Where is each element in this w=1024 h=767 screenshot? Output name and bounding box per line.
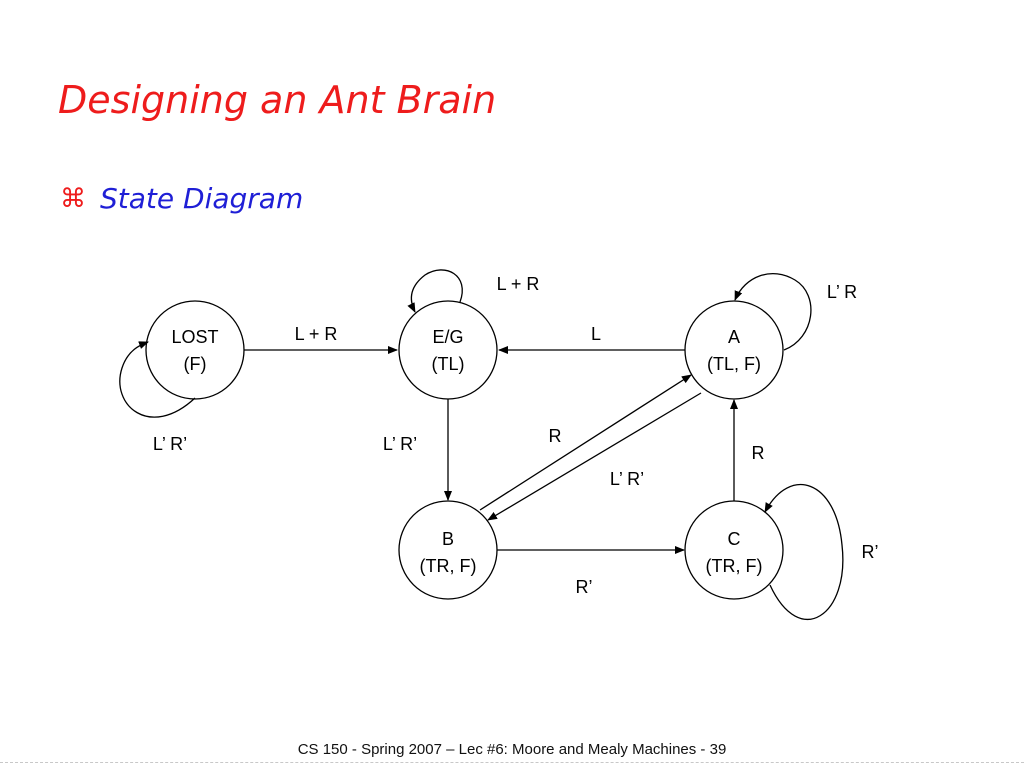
state-c: C (TR, F) [684, 500, 784, 600]
transition-a-self-arrow [734, 272, 812, 351]
transition-a-eg-label: L [591, 324, 601, 344]
transition-b-a-arrow [479, 374, 692, 511]
bullet-row: ⌘ State Diagram [60, 182, 303, 215]
state-lost: LOST (F) [145, 300, 245, 400]
transition-c-self-label: R’ [862, 542, 879, 562]
footer-divider [0, 762, 1024, 763]
state-eg-name: E/G [432, 327, 463, 347]
bullet-text: State Diagram [100, 182, 304, 215]
transition-a-b-label: L’ R’ [610, 469, 644, 489]
transition-lost-self-label: L’ R’ [153, 434, 187, 454]
state-c-output: (TR, F) [706, 556, 763, 576]
command-key-icon: ⌘ [60, 183, 86, 214]
slide-title: Designing an Ant Brain [58, 78, 497, 122]
transition-c-a-label: R [752, 443, 765, 463]
transition-lost-self-arrow [119, 341, 196, 418]
transition-b-a-label: R [549, 426, 562, 446]
transition-eg-self-arrow [407, 269, 463, 313]
state-eg: E/G (TL) [398, 300, 498, 400]
state-a: A (TL, F) [684, 300, 784, 400]
state-lost-output: (F) [184, 354, 207, 374]
state-a-name: A [728, 327, 740, 347]
state-b: B (TR, F) [398, 500, 498, 600]
state-b-name: B [442, 529, 454, 549]
transition-lost-eg-label: L + R [295, 324, 338, 344]
transition-eg-self-label: L + R [497, 274, 540, 294]
transition-eg-b-label: L’ R’ [383, 434, 417, 454]
state-eg-output: (TL) [432, 354, 465, 374]
transition-a-self-label: L’ R [827, 282, 857, 302]
transition-c-self-arrow [764, 483, 844, 620]
state-lost-name: LOST [171, 327, 218, 347]
state-b-output: (TR, F) [420, 556, 477, 576]
state-c-name: C [728, 529, 741, 549]
slide-footer: CS 150 - Spring 2007 – Lec #6: Moore and… [297, 741, 727, 758]
transition-b-c-label: R’ [576, 577, 593, 597]
transition-a-b-arrow [487, 392, 702, 521]
state-a-output: (TL, F) [707, 354, 761, 374]
